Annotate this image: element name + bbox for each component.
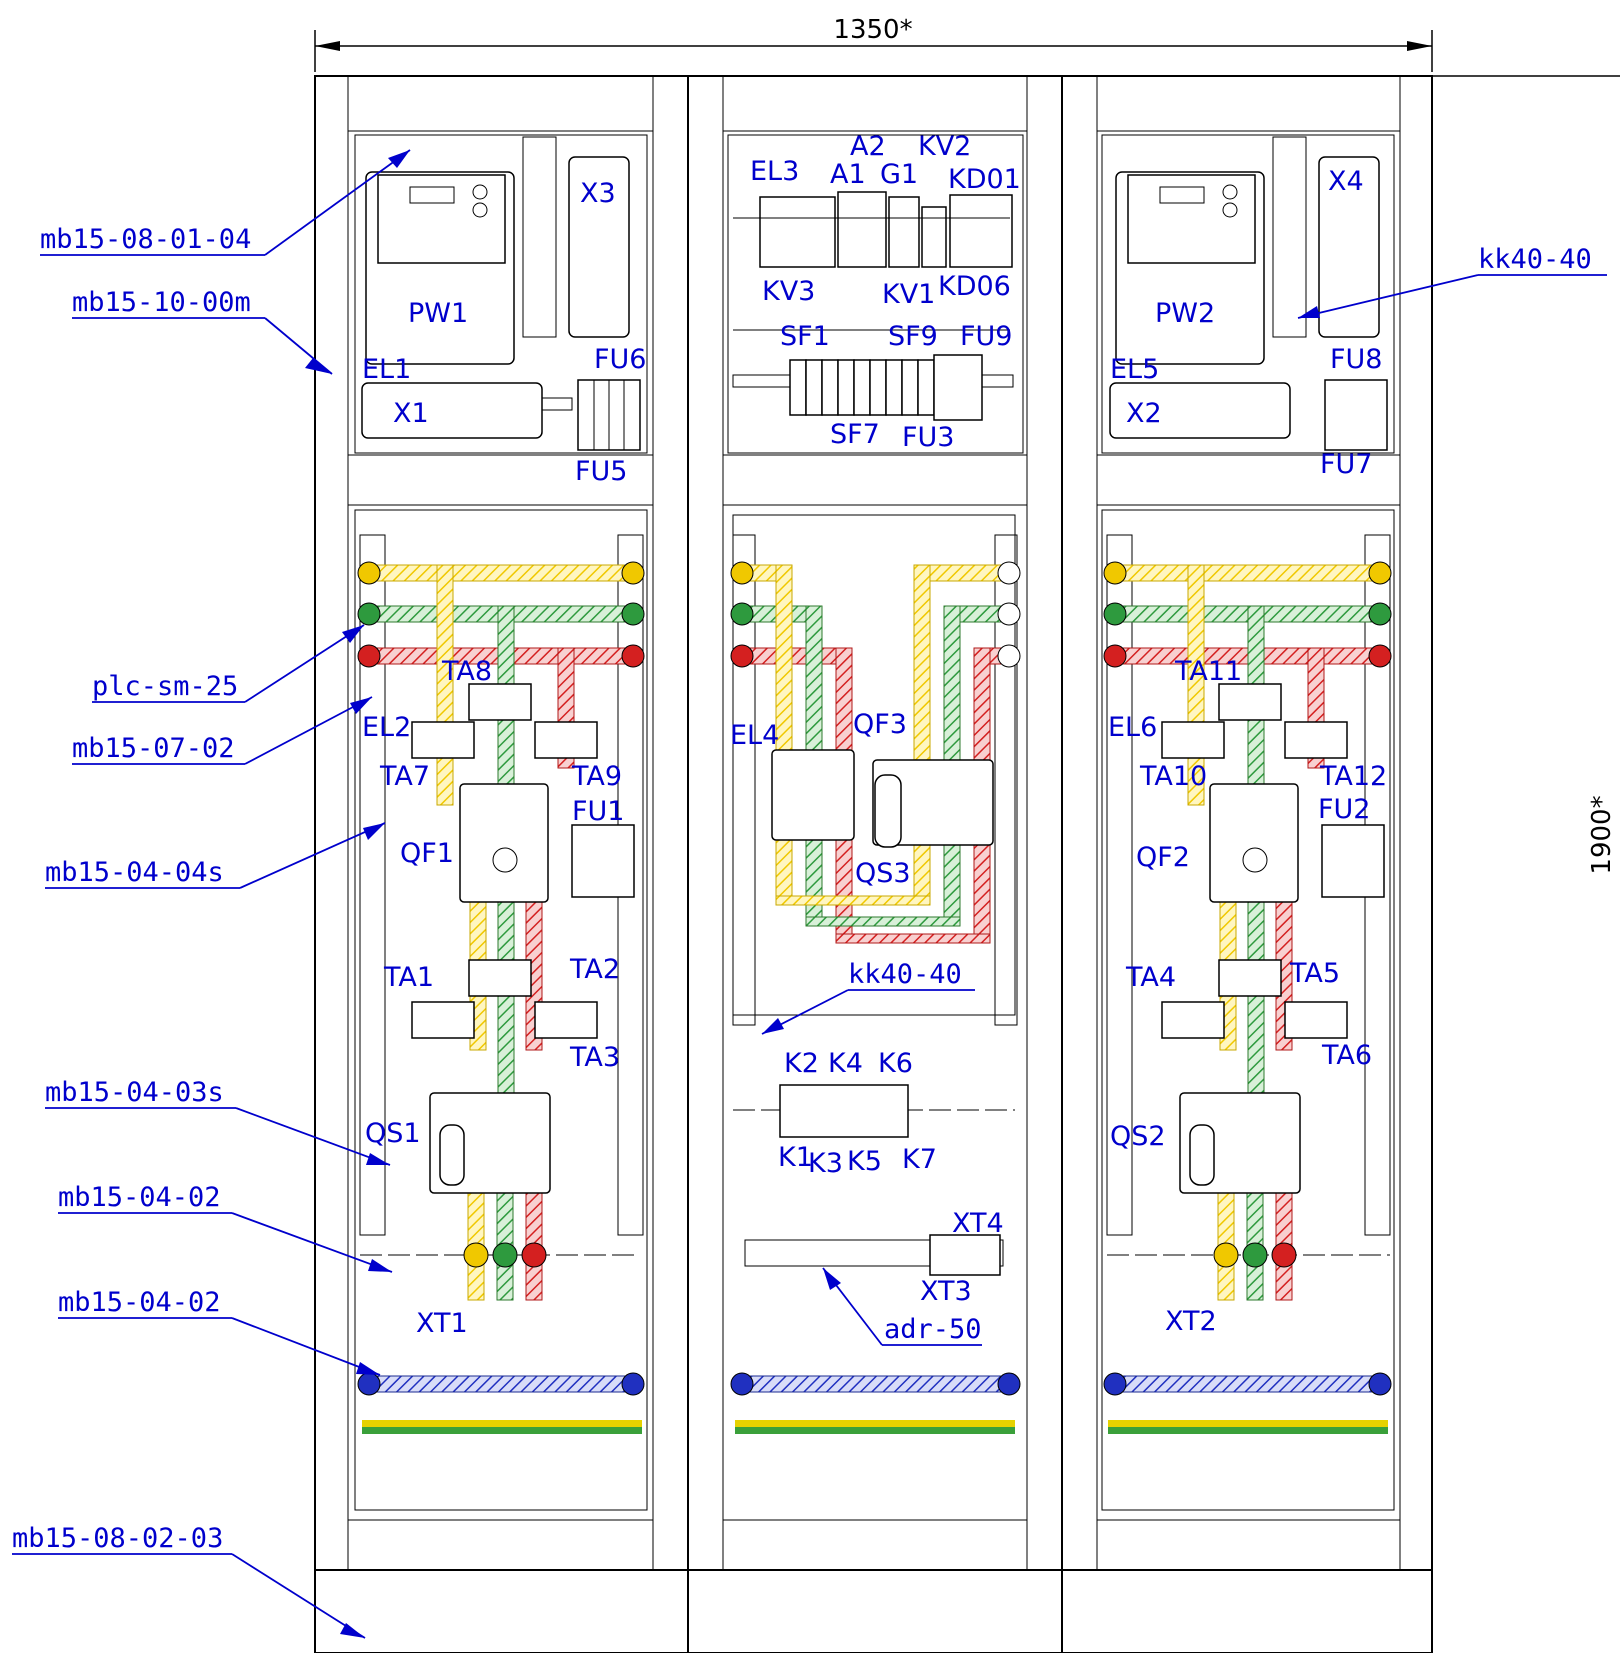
- label-FU6: FU6: [594, 344, 646, 375]
- left-cabinet: [354, 136, 648, 1511]
- label-QF1: QF1: [400, 838, 454, 869]
- label-FU2: FU2: [1318, 794, 1370, 825]
- label-EL3: EL3: [750, 156, 799, 187]
- label-K6: K6: [878, 1048, 913, 1079]
- label-XT3: XT3: [920, 1276, 972, 1307]
- label-TA1: TA1: [383, 962, 434, 993]
- middle-cabinet: [730, 191, 1021, 1434]
- label-X2: X2: [1126, 398, 1162, 429]
- label-TA2: TA2: [569, 954, 620, 985]
- label-X3: X3: [580, 178, 616, 209]
- label-TA4: TA4: [1125, 962, 1176, 993]
- label-SF7: SF7: [830, 419, 880, 450]
- width-dimension: 1350*: [314, 15, 1433, 72]
- label-EL6: EL6: [1108, 712, 1157, 743]
- callout-mb15-10-00m: mb15-10-00m: [72, 287, 251, 318]
- label-TA3: TA3: [569, 1042, 620, 1073]
- label-FU1: FU1: [572, 796, 624, 827]
- label-K1: K1: [778, 1142, 813, 1173]
- label-XT4: XT4: [952, 1208, 1004, 1239]
- height-dimension-label: 1900*: [1587, 795, 1617, 874]
- label-FU5: FU5: [575, 456, 627, 487]
- label-K2: K2: [784, 1048, 819, 1079]
- callout-mb15-04-02-a: mb15-04-02: [58, 1182, 221, 1213]
- label-K4: K4: [828, 1048, 863, 1079]
- label-TA7: TA7: [379, 761, 430, 792]
- component-labels: PW1 X3 EL1 X1 FU6 FU5 EL2 TA8 TA7 TA9 FU…: [362, 131, 1387, 1339]
- label-X1: X1: [393, 398, 429, 429]
- callout-mb15-04-03s: mb15-04-03s: [45, 1077, 224, 1108]
- label-TA8: TA8: [441, 656, 492, 687]
- label-G1: G1: [880, 159, 918, 190]
- label-A2: A2: [850, 131, 886, 162]
- callout-adr-50: adr-50: [884, 1314, 982, 1345]
- label-K3: K3: [808, 1148, 843, 1179]
- label-PW1: PW1: [408, 298, 468, 329]
- callout-kk40-40-right: kk40-40: [1478, 244, 1592, 275]
- label-EL5: EL5: [1110, 354, 1159, 385]
- label-KV1: KV1: [882, 279, 935, 310]
- label-EL4: EL4: [730, 720, 779, 751]
- label-X4: X4: [1328, 166, 1364, 197]
- cabinet-frames: [314, 75, 1433, 1653]
- label-PW2: PW2: [1155, 298, 1215, 329]
- label-TA12: TA12: [1319, 761, 1387, 792]
- label-FU8: FU8: [1330, 344, 1382, 375]
- label-K5: K5: [847, 1146, 882, 1177]
- label-TA5: TA5: [1289, 958, 1340, 989]
- label-SF1: SF1: [780, 321, 830, 352]
- label-QF3: QF3: [853, 709, 907, 740]
- label-KD01: KD01: [948, 164, 1021, 195]
- label-A1: A1: [830, 159, 866, 190]
- label-FU9: FU9: [960, 321, 1012, 352]
- label-KD06: KD06: [938, 271, 1011, 302]
- label-TA10: TA10: [1139, 761, 1207, 792]
- callout-plc-sm-25: plc-sm-25: [92, 671, 238, 702]
- label-K7: K7: [902, 1144, 937, 1175]
- right-cabinet: [1101, 136, 1395, 1511]
- callout-mb15-08-02-03: mb15-08-02-03: [12, 1523, 223, 1554]
- label-FU7: FU7: [1320, 449, 1372, 480]
- callout-kk40-40-middle: kk40-40: [848, 959, 962, 990]
- callout-mb15-08-01-04: mb15-08-01-04: [40, 224, 251, 255]
- callout-mb15-04-04s: mb15-04-04s: [45, 857, 224, 888]
- callouts: mb15-08-01-04 mb15-10-00m plc-sm-25 mb15…: [12, 149, 1607, 1639]
- label-QS2: QS2: [1110, 1121, 1166, 1152]
- label-QS3: QS3: [855, 858, 911, 889]
- label-TA6: TA6: [1321, 1040, 1372, 1071]
- width-dimension-label: 1350*: [833, 15, 912, 45]
- label-TA9: TA9: [571, 761, 622, 792]
- label-XT1: XT1: [416, 1308, 468, 1339]
- label-FU3: FU3: [902, 422, 954, 453]
- label-EL2: EL2: [362, 712, 411, 743]
- label-QF2: QF2: [1136, 842, 1190, 873]
- label-KV3: KV3: [762, 276, 815, 307]
- callout-mb15-04-02-b: mb15-04-02: [58, 1287, 221, 1318]
- label-QS1: QS1: [365, 1118, 421, 1149]
- label-EL1: EL1: [362, 354, 411, 385]
- label-SF9: SF9: [888, 321, 938, 352]
- label-XT2: XT2: [1165, 1306, 1217, 1337]
- label-KV2: KV2: [918, 131, 971, 162]
- callout-mb15-07-02: mb15-07-02: [72, 733, 235, 764]
- height-dimension: 1900*: [1432, 75, 1620, 875]
- label-TA11: TA11: [1174, 656, 1242, 687]
